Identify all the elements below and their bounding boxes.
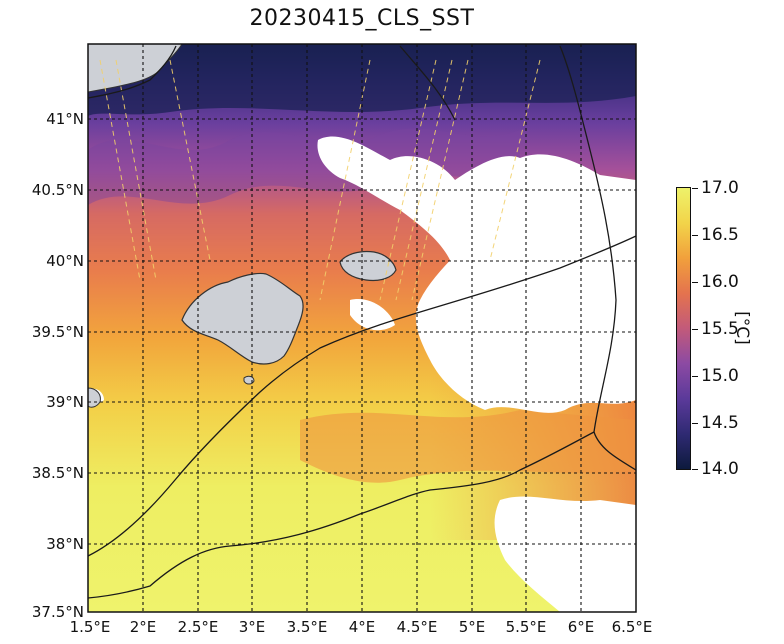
cloud-mask-south [494,496,636,612]
lon-label-5: 5°E [458,618,486,636]
boundary-lines [88,45,636,599]
lat-label-40-5: 40.5°N [31,181,84,199]
colorbar-label-14-5: 14.5 [701,413,739,433]
lon-label-2-5: 2.5°E [177,618,219,636]
graticule [88,44,636,612]
colorbar-label-16-5: 16.5 [701,225,739,245]
land-mallorca [181,272,304,365]
lat-label-38: 38°N [46,535,84,553]
lon-label-3: 3°E [238,618,266,636]
colorbar-label-15-0: 15.0 [701,366,739,386]
colorbar-tick-16-0 [692,282,698,283]
colorbar-tick-15-5 [692,329,698,330]
colorbar-label-17-0: 17.0 [701,178,739,198]
lon-label-6: 6°E [567,618,595,636]
lon-label-3-5: 3.5°E [286,618,328,636]
lat-label-38-5: 38.5°N [31,464,84,482]
lon-label-1-5: 1.5°E [69,618,111,636]
colorbar-label-15-5: 15.5 [701,319,739,339]
colorbar-tick-15-0 [692,376,698,377]
colorbar-tick-17-0 [692,188,698,189]
colorbar-tick-16-5 [692,235,698,236]
colorbar-unit-label: [°C] [732,311,752,345]
land-menorca [339,250,397,282]
cloud-mask-patch [350,299,395,331]
lat-label-37-5: 37.5°N [31,603,84,621]
lat-label-40: 40°N [46,252,84,270]
colorbar-label-16-0: 16.0 [701,272,739,292]
colorbar [676,187,691,470]
lon-label-5-5: 5.5°E [505,618,547,636]
map-frame [87,43,637,613]
purple-filament [88,128,520,205]
lon-label-2: 2°E [129,618,157,636]
colorbar-tick-14-5 [692,423,698,424]
lat-label-41: 41°N [46,110,84,128]
lat-label-39-5: 39.5°N [31,323,84,341]
lat-label-39: 39°N [46,393,84,411]
colorbar-tick-14-0 [692,469,698,470]
map-title: 20230415_CLS_SST [249,6,475,31]
lon-label-6-5: 6.5°E [611,618,653,636]
lon-label-4: 4°E [348,618,376,636]
colorbar-label-14-0: 14.0 [701,459,739,479]
lon-label-4-5: 4.5°E [396,618,438,636]
land-west-edge [88,387,101,408]
orange-tongue [300,410,636,483]
